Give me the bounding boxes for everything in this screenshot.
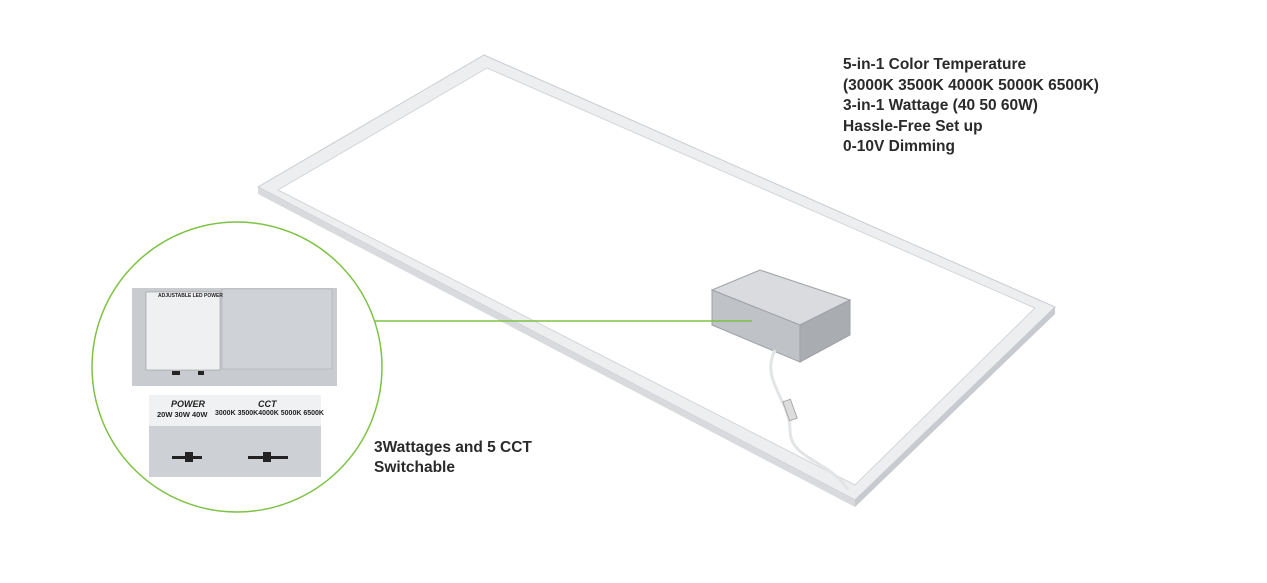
- switch-photo: [149, 395, 321, 477]
- driver-label: ADJUSTABLE LED POWER: [158, 293, 223, 299]
- power-values: 20W 30W 40W: [157, 410, 208, 419]
- power-label: POWER: [171, 399, 206, 409]
- caption-line: 3Wattages and 5 CCT: [374, 439, 532, 456]
- caption-line: Switchable: [374, 459, 455, 476]
- feature-item: 3-in-1 Wattage (40 50 60W): [843, 97, 1038, 114]
- driver-box: [710, 269, 852, 491]
- feature-item: 0-10V Dimming: [843, 138, 955, 155]
- inset-caption: 3Wattages and 5 CCT Switchable: [374, 438, 532, 478]
- feature-item: Hassle-Free Set up: [843, 117, 983, 135]
- cct-values: 3000K 3500K4000K 5000K 6500K: [215, 410, 324, 417]
- feature-item: 5-in-1 Color Temperature: [843, 56, 1027, 73]
- cct-label: CCT: [258, 399, 277, 409]
- feature-list: 5-in-1 Color Temperature (3000K 3500K 40…: [843, 55, 1099, 158]
- driver-photo: [132, 288, 337, 386]
- feature-item: (3000K 3500K 4000K 5000K 6500K): [843, 76, 1099, 94]
- led-panel-frame: [256, 54, 1056, 507]
